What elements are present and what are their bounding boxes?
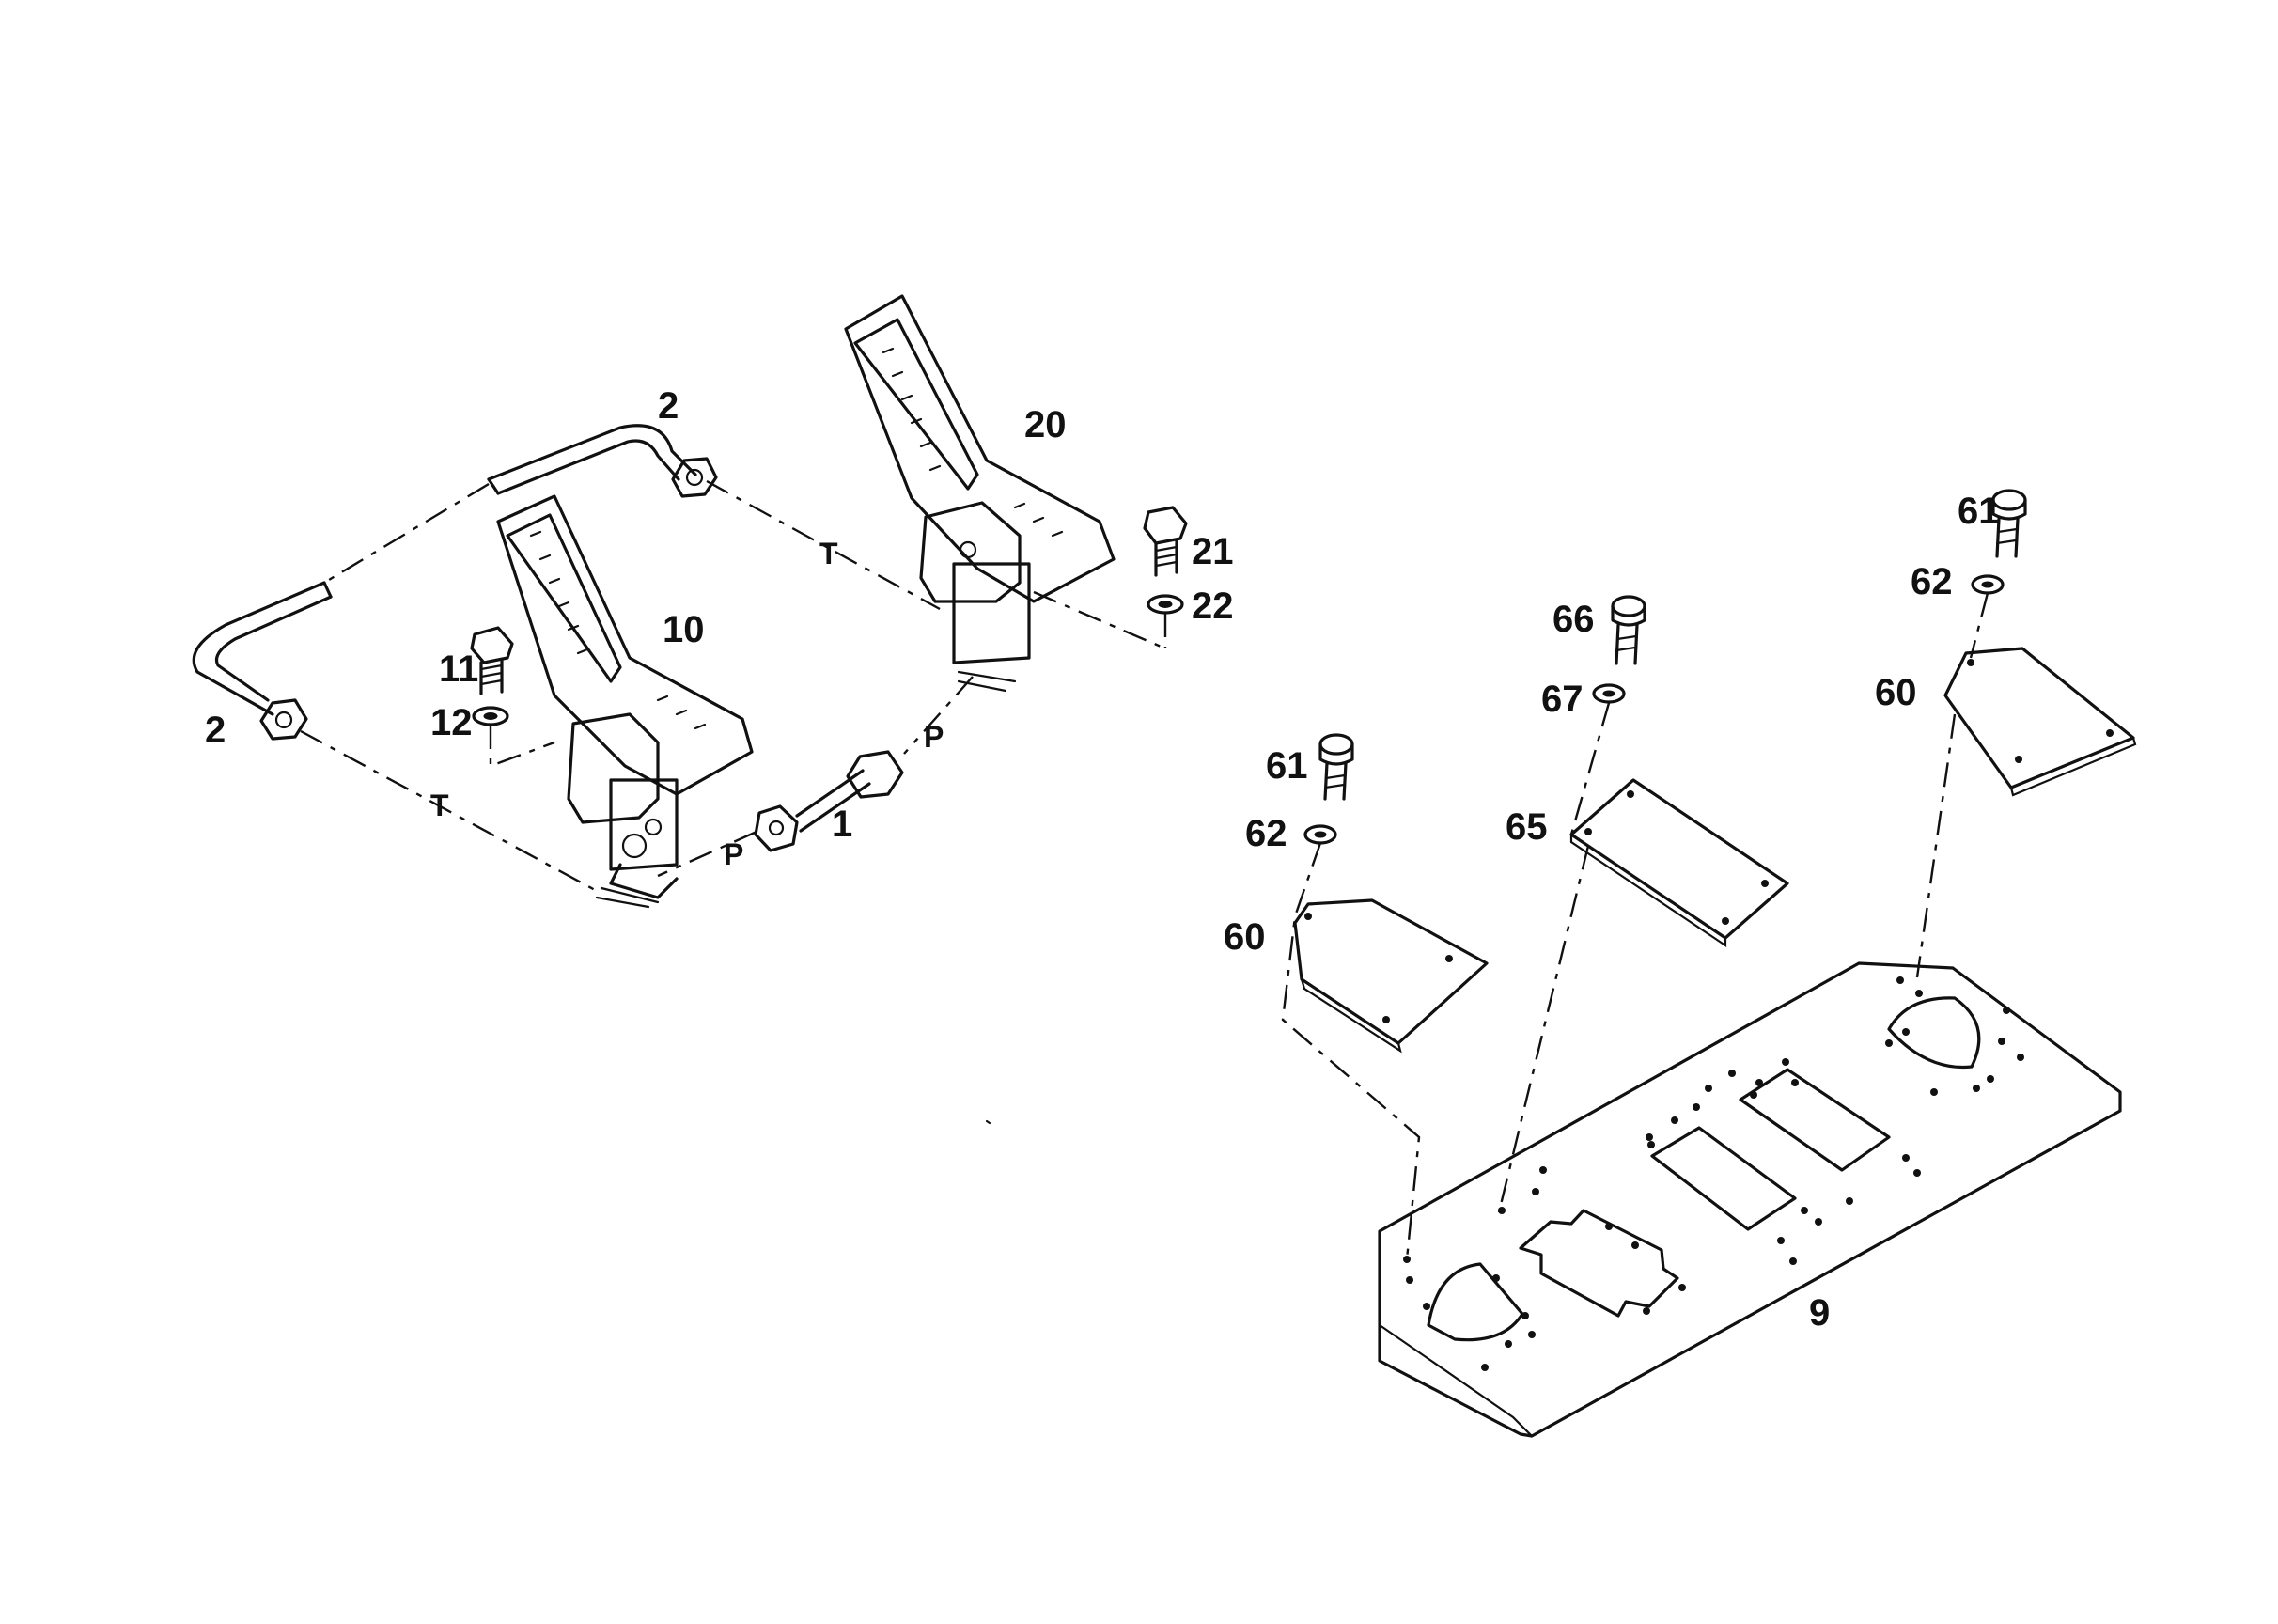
cover-plate-60-left xyxy=(1293,898,1489,1054)
callout-12: 12 xyxy=(430,702,473,743)
pipe-1 xyxy=(754,750,904,852)
port-mark-p-lower: P xyxy=(724,837,743,871)
callout-61-right: 61 xyxy=(1958,491,2000,532)
port-mark-t-lower: T xyxy=(430,789,449,822)
callout-20: 20 xyxy=(1024,404,1067,445)
hose-upper xyxy=(487,424,718,498)
washer-12 xyxy=(472,706,509,726)
callout-22: 22 xyxy=(1192,586,1234,627)
hose-lower xyxy=(192,581,333,741)
callout-60-left: 60 xyxy=(1224,916,1266,958)
callout-labels: 1 2 2 9 10 11 12 20 21 22 60 60 61 61 62… xyxy=(205,385,2000,1334)
callout-61-left: 61 xyxy=(1266,745,1308,787)
callout-60-right: 60 xyxy=(1875,672,1917,713)
pedal-10 xyxy=(496,494,754,909)
washer-62-right xyxy=(1971,574,2005,595)
callout-9: 9 xyxy=(1809,1292,1830,1334)
screw-61-left xyxy=(1318,733,1354,801)
port-mark-t-upper: T xyxy=(819,537,838,570)
callout-62-left: 62 xyxy=(1245,813,1287,854)
cover-plate-65 xyxy=(1569,778,1789,948)
leader-lines xyxy=(300,479,1989,1260)
callout-21: 21 xyxy=(1192,531,1234,572)
washer-22 xyxy=(1147,594,1184,615)
callout-2-upper: 2 xyxy=(658,385,679,427)
callout-1: 1 xyxy=(832,804,852,845)
bolt-21 xyxy=(1143,506,1188,577)
port-marks: T T P P xyxy=(430,537,944,871)
callout-66: 66 xyxy=(1552,599,1595,640)
callout-10: 10 xyxy=(663,609,705,650)
floor-plate-9 xyxy=(1378,961,2122,1438)
washer-62-left xyxy=(1303,824,1337,845)
callout-62-right: 62 xyxy=(1911,561,1953,602)
screw-66 xyxy=(1611,595,1646,665)
port-mark-p-upper: P xyxy=(924,720,944,754)
cover-plate-60-right xyxy=(1943,647,2137,797)
callout-67: 67 xyxy=(1541,679,1584,720)
washer-67 xyxy=(1592,683,1626,704)
screw-61-right xyxy=(1991,489,2027,558)
callout-2-lower: 2 xyxy=(205,710,226,751)
callout-65: 65 xyxy=(1506,806,1548,848)
callout-11: 11 xyxy=(439,648,478,690)
bolt-11 xyxy=(470,626,514,695)
pedal-20 xyxy=(844,294,1116,693)
